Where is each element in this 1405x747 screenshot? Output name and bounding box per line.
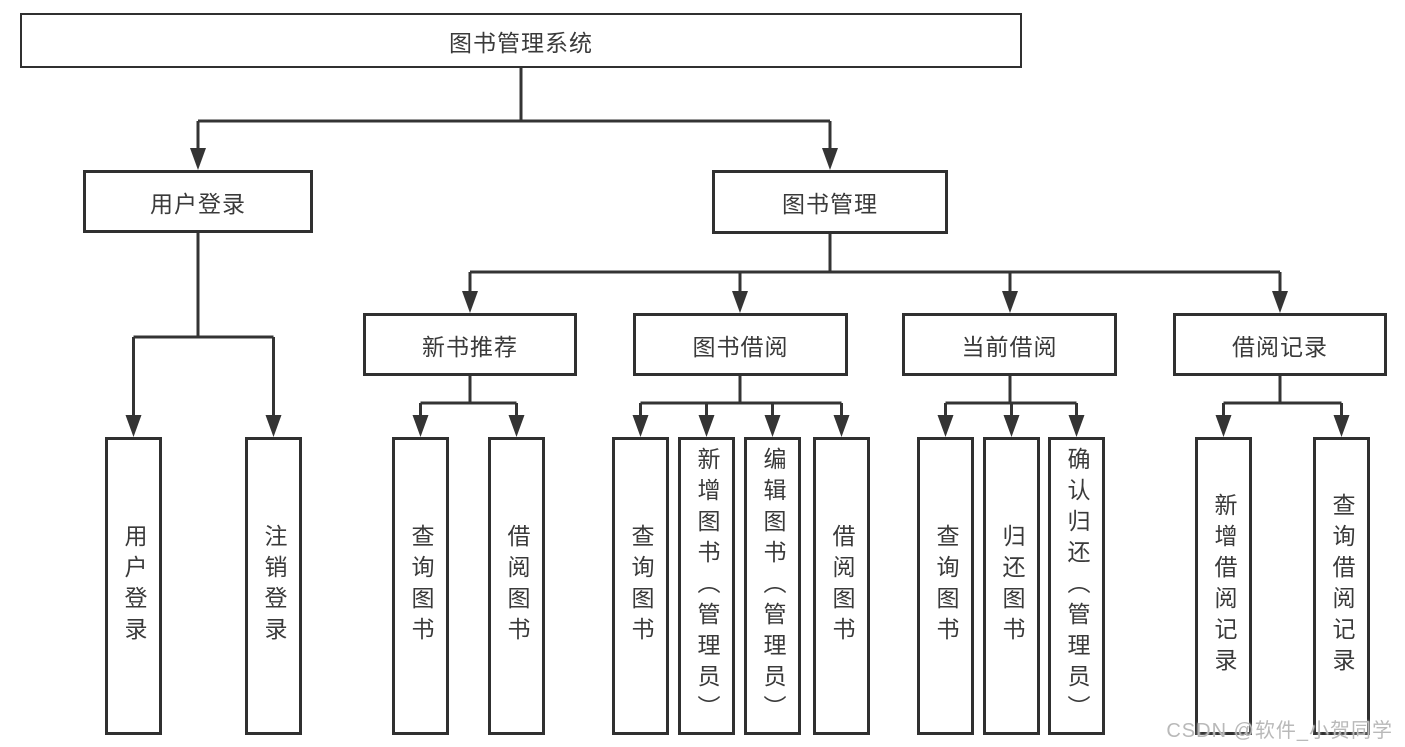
leaf-nb-borrow-books: 借阅图书 [488, 437, 545, 735]
leaf-bb-borrow-books: 借阅图书 [813, 437, 870, 735]
leaf-label: 查询图书 [408, 524, 434, 648]
leaf-label: 注销登录 [261, 524, 287, 648]
leaf-label: 归还图书 [999, 524, 1025, 648]
leaf-label: 确认归还（管理员） [1064, 446, 1090, 726]
leaf-label: 用户登录 [121, 524, 147, 648]
leaf-label: 查询图书 [933, 524, 959, 648]
leaf-cb-query-books: 查询图书 [917, 437, 974, 735]
leaf-label: 新增图书（管理员） [694, 446, 720, 726]
node-user-login: 用户登录 [83, 170, 313, 233]
leaf-label: 编辑图书（管理员） [760, 446, 786, 726]
leaf-nb-query-books: 查询图书 [392, 437, 449, 735]
leaf-bb-query-books: 查询图书 [612, 437, 669, 735]
leaf-label: 新增借阅记录 [1211, 493, 1237, 679]
leaf-br-add-record: 新增借阅记录 [1195, 437, 1252, 735]
leaf-logout: 注销登录 [245, 437, 302, 735]
node-root: 图书管理系统 [20, 13, 1022, 68]
leaf-user-login: 用户登录 [105, 437, 162, 735]
leaf-cb-confirm-return-admin: 确认归还（管理员） [1048, 437, 1105, 735]
node-current-borrowing: 当前借阅 [902, 313, 1117, 376]
node-new-book-recommend: 新书推荐 [363, 313, 577, 376]
leaf-br-query-record: 查询借阅记录 [1313, 437, 1370, 735]
node-book-borrowing: 图书借阅 [633, 313, 848, 376]
leaf-bb-add-books-admin: 新增图书（管理员） [678, 437, 735, 735]
leaf-label: 借阅图书 [504, 524, 530, 648]
leaf-label: 查询图书 [628, 524, 654, 648]
node-book-management: 图书管理 [712, 170, 948, 234]
leaf-label: 借阅图书 [829, 524, 855, 648]
leaf-label: 查询借阅记录 [1329, 493, 1355, 679]
leaf-bb-edit-books-admin: 编辑图书（管理员） [744, 437, 801, 735]
node-borrowing-records: 借阅记录 [1173, 313, 1387, 376]
csdn-watermark: CSDN @软件_小贺同学 [1166, 720, 1393, 742]
leaf-cb-return-books: 归还图书 [983, 437, 1040, 735]
